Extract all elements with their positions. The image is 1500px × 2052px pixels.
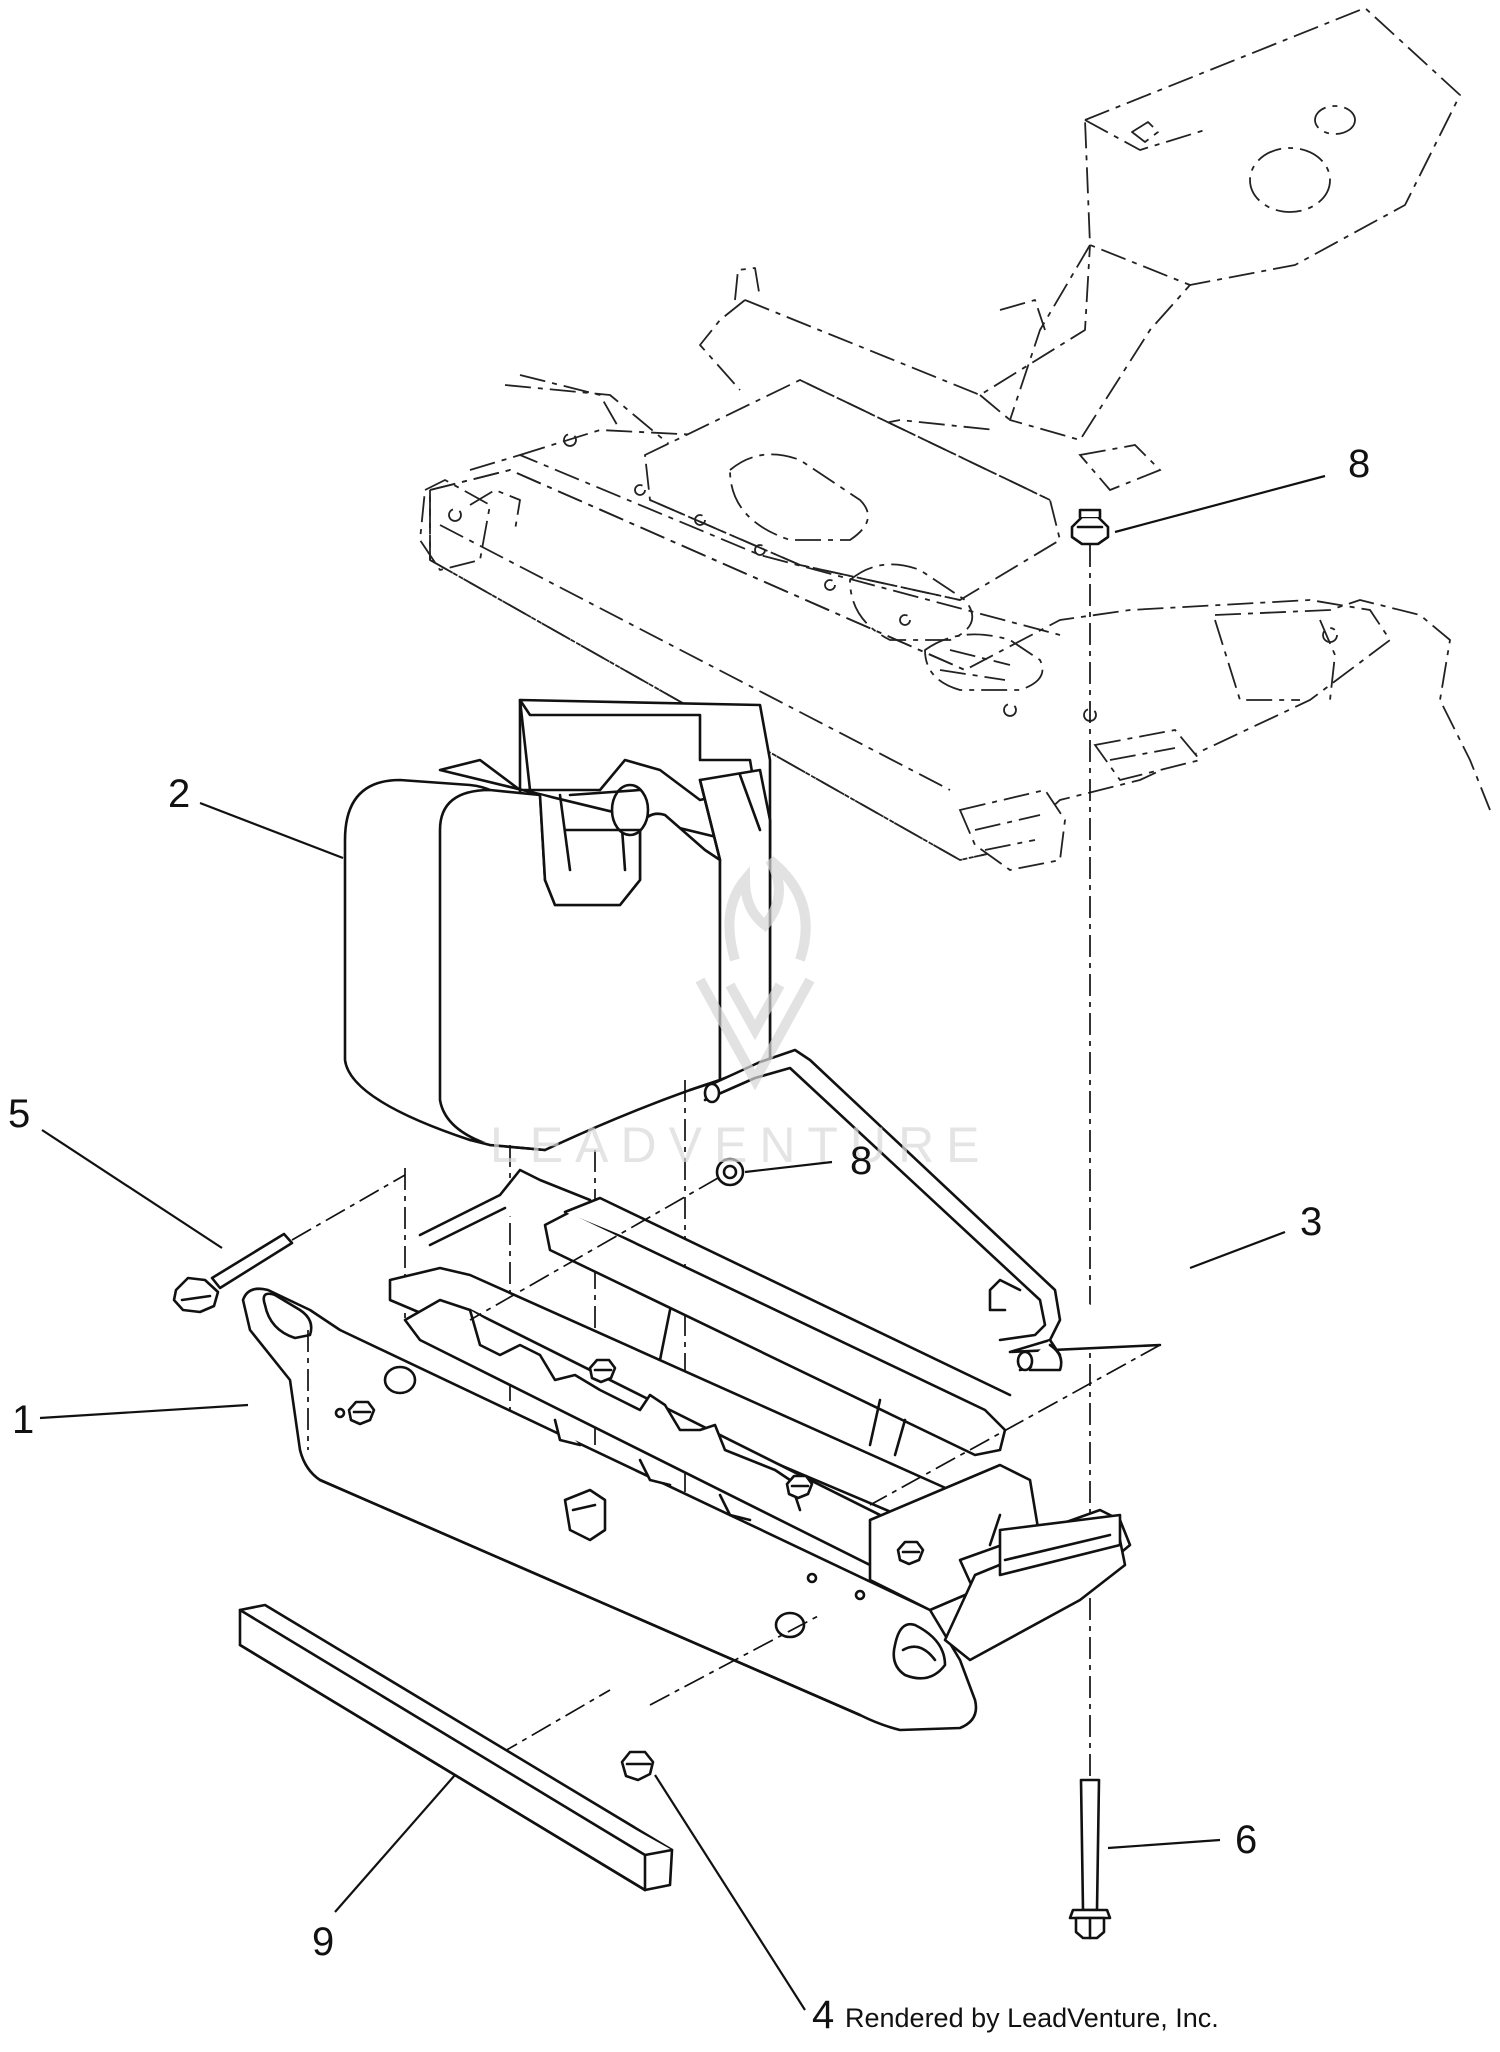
part-1-bracket: [241, 1168, 1132, 1732]
watermark-text: LEADVENTURE: [490, 1117, 992, 1173]
callout-2: 2: [168, 772, 190, 816]
centerline-item-9: [497, 1689, 611, 1756]
part-8-nut-upper: [1070, 508, 1110, 546]
leadventure-watermark: LEADVENTURE: [490, 856, 992, 1173]
leader-lines: [39, 474, 1326, 2011]
bracket-bolt-d: [896, 1540, 925, 1566]
leader-1: [39, 1403, 249, 1420]
part-2-weight: [343, 698, 772, 1152]
leader-8b: [744, 1160, 833, 1174]
leader-3: [1189, 1230, 1286, 1270]
leader-5: [41, 1129, 223, 1249]
callout-3: 3: [1300, 1200, 1322, 1244]
callout-4: 4: [812, 1993, 834, 2037]
credit-text: Rendered by LeadVenture, Inc.: [845, 2003, 1219, 2033]
leader-9: [334, 1774, 456, 1913]
callout-8-upper: 8: [1348, 442, 1370, 486]
leader-6: [1107, 1838, 1221, 1850]
part-4-nut: [620, 1750, 655, 1782]
tractor-frame-phantom: [419, 7, 1491, 871]
callout-9: 9: [312, 1920, 334, 1964]
bracket-bolt-a: [347, 1400, 376, 1426]
leader-4: [654, 1774, 806, 2011]
bracket-bolt-b: [588, 1358, 617, 1384]
part-9-strip: [238, 1603, 674, 1892]
callout-5: 5: [8, 1092, 30, 1136]
centerline-item-4: [649, 1614, 821, 1706]
bracket-bolt-c: [785, 1474, 814, 1500]
part-6-bolt: [1068, 1778, 1112, 1940]
leader-2: [199, 801, 344, 860]
centerline-rod-end: [869, 1344, 1161, 1506]
part-8-nut-lower: [715, 1157, 745, 1187]
callout-1: 1: [12, 1398, 34, 1442]
part-3-rod: [703, 1048, 1162, 1372]
leader-8a: [1114, 474, 1326, 534]
centerline-item-8-lower: [469, 1177, 719, 1321]
part-5-bolt: [172, 1232, 294, 1314]
callout-8-lower: 8: [850, 1139, 872, 1183]
callout-6: 6: [1235, 1818, 1257, 1862]
centerline-item-5: [291, 1174, 406, 1241]
